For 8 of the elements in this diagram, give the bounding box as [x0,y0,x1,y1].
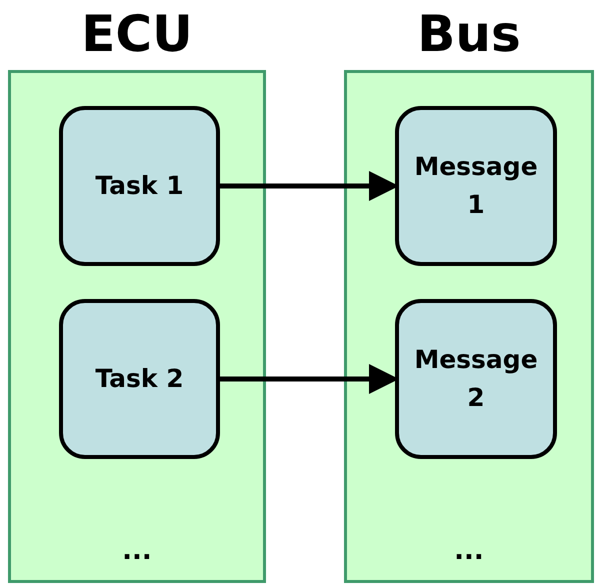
ellipsis: ... [453,536,485,566]
process-box: Message 2 [395,299,557,459]
process-box: Message 1 [395,106,557,266]
panel-heading: ECU [80,4,194,65]
process-box: Task 1 [59,106,220,266]
process-box: Task 2 [59,299,220,459]
panel-heading: Bus [416,4,522,65]
ellipsis: ... [121,536,153,566]
